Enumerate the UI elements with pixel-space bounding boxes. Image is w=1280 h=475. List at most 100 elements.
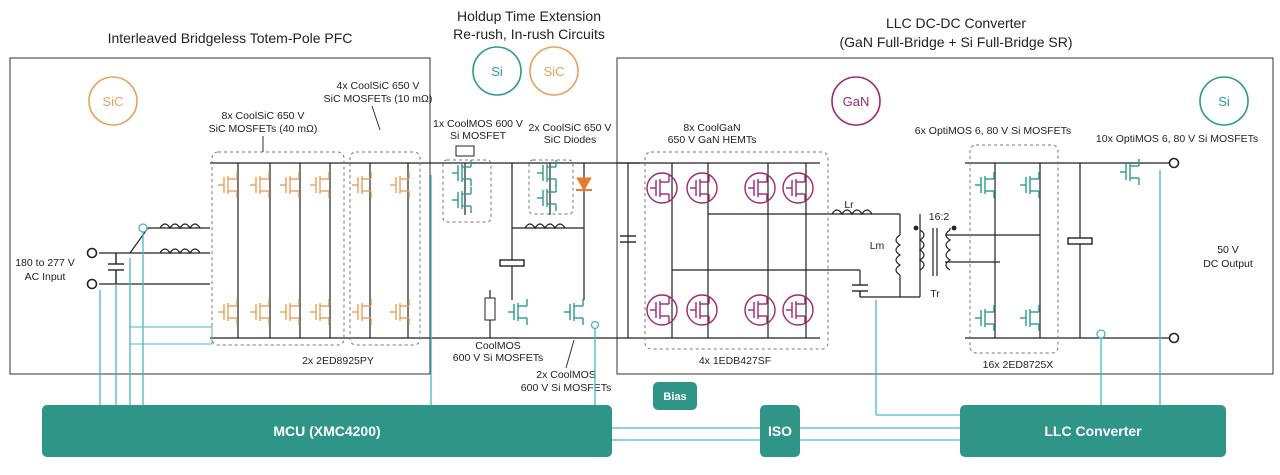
llc-converter-block[interactable]: LLC Converter (960, 405, 1226, 457)
svg-text:MCU (XMC4200): MCU (XMC4200) (273, 423, 380, 439)
pfc-title: Interleaved Bridgeless Totem-Pole PFC (108, 30, 353, 46)
sr-si-mosfets (975, 159, 1140, 331)
svg-text:SiC: SiC (103, 94, 124, 109)
resonant-inductor (831, 209, 873, 216)
input-filter-capacitor (108, 253, 124, 284)
lr-label: Lr (844, 199, 854, 211)
pfc-driver-label: 2x 2ED8925PY (302, 355, 374, 367)
gan-hemt-top-1 (646, 172, 678, 204)
sr-mosfets-group (969, 144, 1059, 354)
svg-text:Bias: Bias (663, 391, 686, 403)
ac-input-label-line2: AC Input (25, 271, 66, 283)
llc-gan-badge: GaN (831, 76, 881, 126)
sic-mosfet-bottom-6 (390, 299, 410, 325)
dc-output-label-line1: 50 V (1217, 244, 1239, 256)
coolmos-single-label-line2: Si MOSFET (450, 130, 507, 142)
holdup-si-badge: Si (472, 46, 522, 96)
sic-diode-label-line1: 2x CoolSiC 650 V (529, 122, 612, 134)
holdup-sic-fet-1 (537, 160, 557, 186)
sr-mosfet-top-2 (1020, 172, 1040, 198)
holdup-title-line1: Holdup Time Extension (457, 8, 601, 24)
turns-ratio-label: 16:2 (929, 211, 950, 223)
bus-capacitor (620, 235, 636, 243)
sic-mosfet-bottom-5 (352, 299, 372, 325)
tr-label: Tr (930, 288, 940, 300)
coolmos-pair-label-line2: 600 V Si MOSFETs (453, 352, 543, 364)
holdup-sic-fet-2 (537, 185, 557, 211)
gan-hemt-top-3 (744, 172, 776, 204)
holdup-sicdiode-group (528, 159, 574, 215)
mcu-block[interactable]: MCU (XMC4200) (42, 405, 612, 457)
sic-10-leader (371, 105, 381, 131)
svg-text:LLC Converter: LLC Converter (1044, 423, 1142, 439)
holdup-coolmos-fet-2 (452, 187, 472, 213)
pfc-section-frame (9, 57, 431, 375)
main-wiring (99, 162, 1170, 339)
gate-drive-box (129, 326, 213, 345)
coolmos-2x-label-line1: 2x CoolMOS (536, 369, 596, 381)
holdup-coolmos-fet-1 (452, 160, 472, 186)
holdup-coolmos-fet-4 (564, 299, 584, 325)
iso-block[interactable]: ISO (760, 405, 800, 457)
sr-mosfet-top-1 (975, 172, 995, 198)
gan-label-line2: 650 V GaN HEMTs (668, 134, 757, 146)
sr-driver-label: 16x 2ED8725X (983, 359, 1054, 371)
gan-hemt-top-2 (686, 172, 718, 204)
sic-10-label-line2: SiC MOSFETs (10 mΩ) (324, 93, 433, 105)
pfc-sic-40mohm-group (211, 151, 345, 346)
gan-hemt-bottom-2 (686, 294, 718, 326)
holdup-title-line2: Re-rush, In-rush Circuits (453, 26, 605, 42)
llc-title-line1: LLC DC-DC Converter (886, 15, 1026, 31)
holdup-resistor (455, 145, 475, 157)
llc-si-badge: Si (1199, 76, 1249, 126)
llc-title-line2: (GaN Full-Bridge + Si Full-Bridge SR) (839, 34, 1072, 50)
magnetizing-inductor (895, 214, 902, 297)
optimos-sr-label: 6x OptiMOS 6, 80 V Si MOSFETs (915, 125, 1071, 137)
sr-mosfet-bottom-1 (975, 305, 995, 331)
optimos-out-label: 10x OptiMOS 6, 80 V Si MOSFETs (1096, 133, 1258, 145)
bias-block[interactable]: Bias (653, 382, 697, 410)
sic-mosfet-bottom-4 (310, 299, 330, 325)
holdup-coolmos-group (442, 159, 492, 223)
pfc-sic-mosfets (218, 172, 410, 325)
svg-text:Si: Si (491, 64, 503, 79)
coolmos-pair-label-line1: CoolMOS (475, 340, 521, 352)
holdup-resistor-2 (484, 297, 496, 321)
pfc-inductors (159, 223, 201, 255)
pfc-sic-10mohm-group (349, 151, 421, 346)
sic-mosfet-top-3 (280, 172, 300, 198)
output-oring-mosfet (1120, 159, 1140, 185)
sic-mosfet-top-4 (310, 172, 330, 198)
sic-mosfet-top-1 (218, 172, 238, 198)
transformer (913, 214, 957, 297)
holdup-si-mosfets (452, 160, 584, 325)
gan-hemt-bottom-3 (744, 294, 776, 326)
holdup-coolmos-fet-3 (508, 299, 528, 325)
output-capacitor (1067, 237, 1093, 245)
dc-output-label-line2: DC Output (1203, 258, 1253, 270)
sic-diode (576, 177, 592, 191)
holdup-sic-badge: SiC (529, 46, 579, 96)
sic-40-label-line2: SiC MOSFETs (40 mΩ) (209, 123, 318, 135)
coolmos-2x-leader (565, 339, 575, 369)
sic-mosfet-bottom-2 (250, 299, 270, 325)
sr-mosfet-bottom-2 (1020, 305, 1040, 331)
svg-text:Si: Si (1218, 94, 1230, 109)
coolmos-2x-label-line2: 600 V Si MOSFETs (521, 382, 611, 394)
resonant-capacitor (852, 284, 868, 297)
ac-input-terminals (86, 247, 98, 290)
svg-text:SiC: SiC (544, 64, 565, 79)
sic-mosfet-bottom-1 (218, 299, 238, 325)
gan-hemt-bottom-1 (646, 294, 678, 326)
gan-hemts-group (644, 151, 829, 350)
svg-text:ISO: ISO (768, 423, 792, 439)
sic-mosfet-top-6 (390, 172, 410, 198)
svg-text:GaN: GaN (843, 94, 870, 109)
sic-40-label-line1: 8x CoolSiC 650 V (222, 110, 305, 122)
sic-diode-label-line2: SiC Diodes (544, 134, 597, 146)
llc-section-frame (616, 57, 1274, 375)
sic-10-label-line1: 4x CoolSiC 650 V (337, 80, 420, 92)
sic-mosfet-top-2 (250, 172, 270, 198)
